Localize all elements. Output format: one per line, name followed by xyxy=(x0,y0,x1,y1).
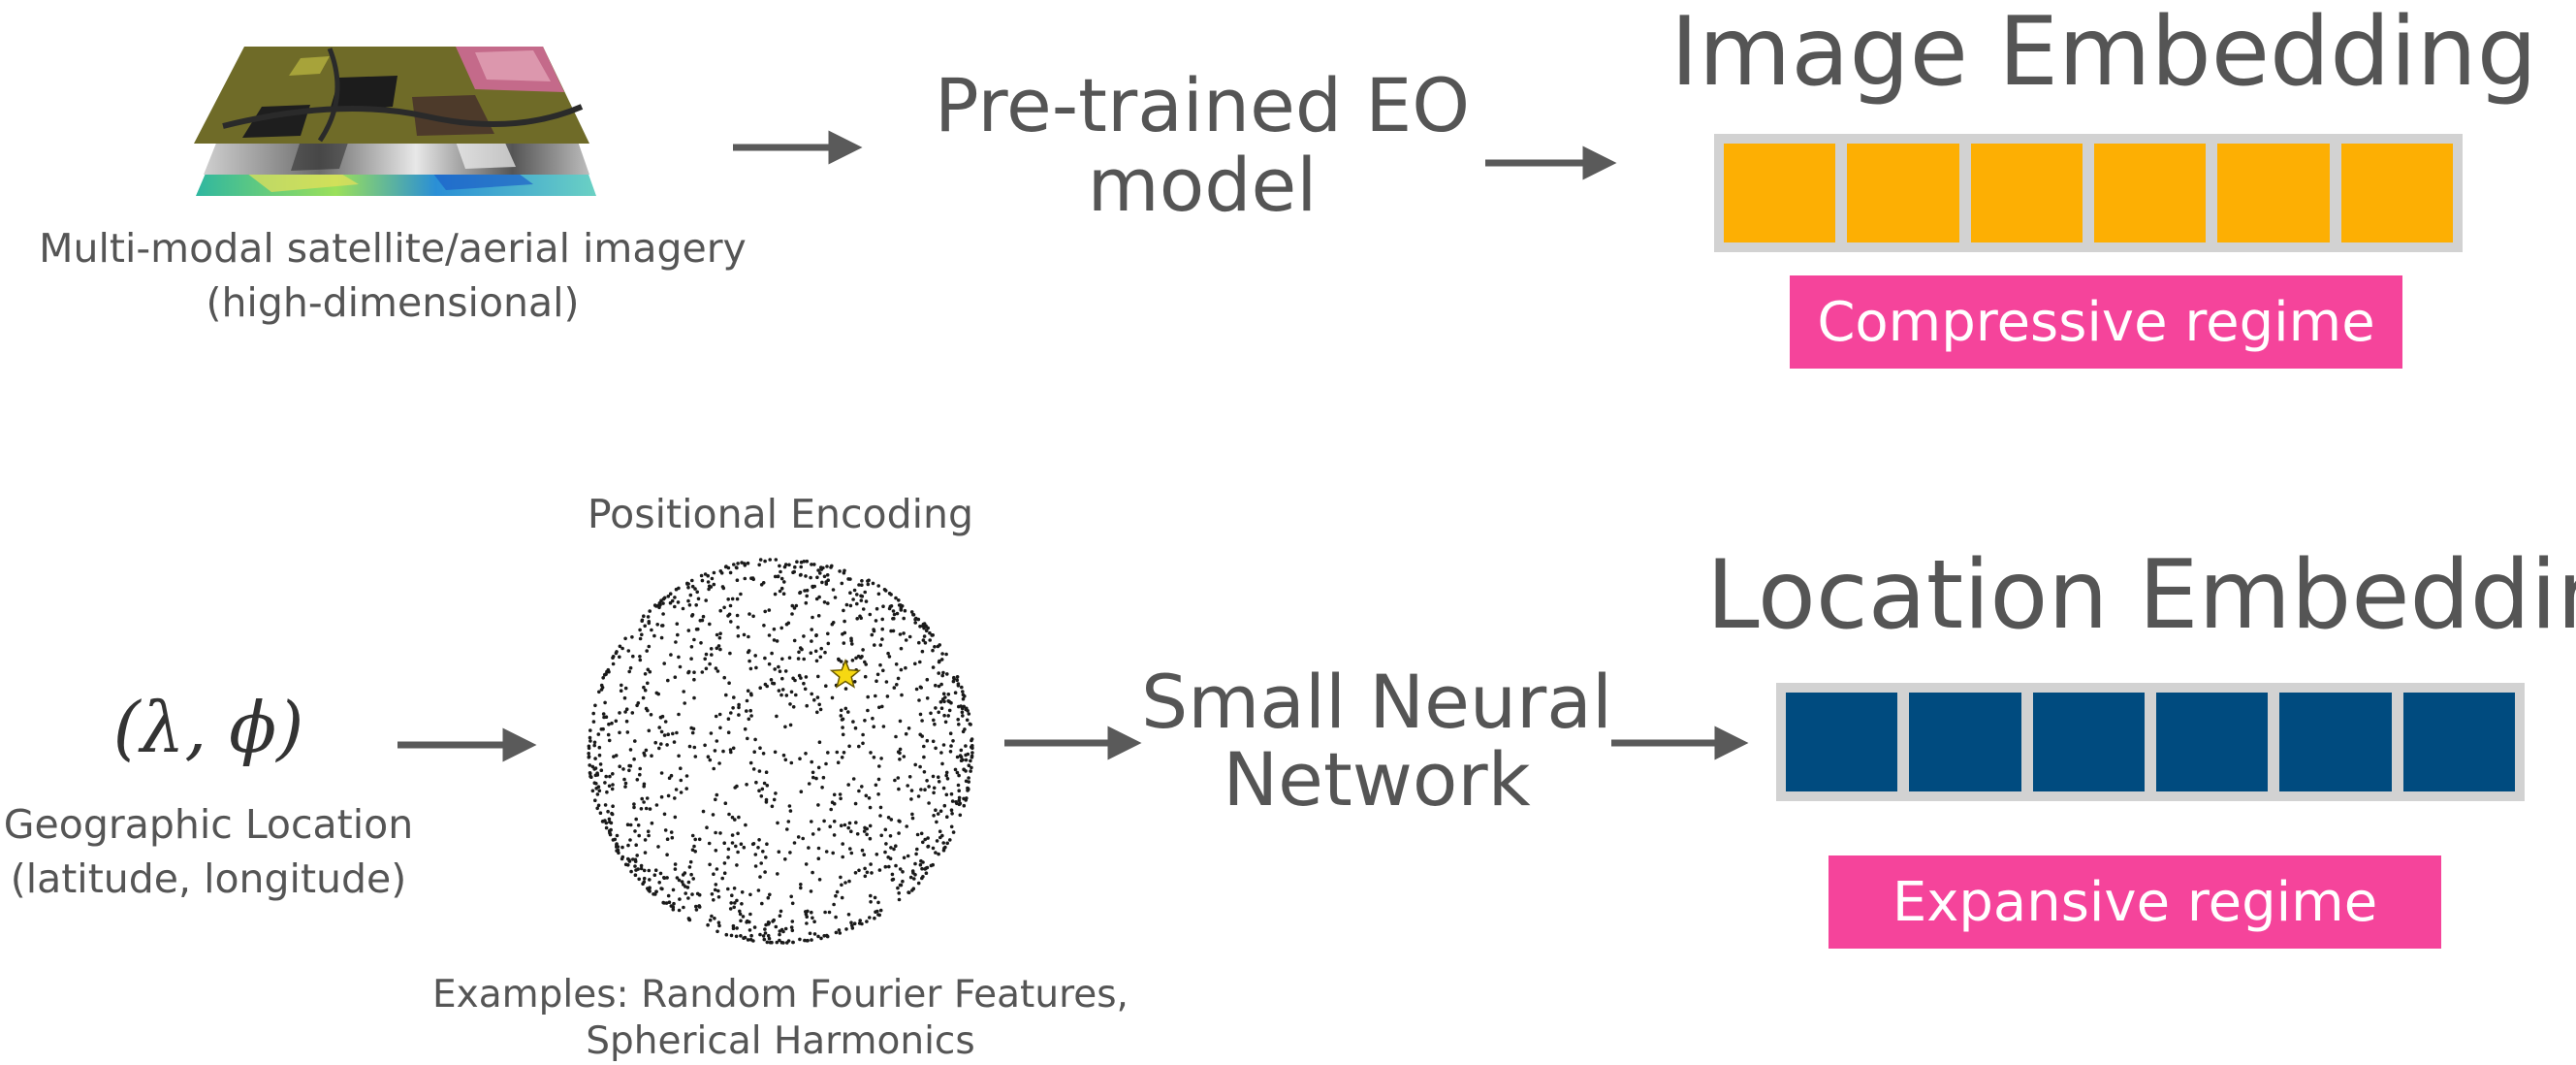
image-embedding-title: Image Embedding xyxy=(1670,0,2537,108)
point-sphere-icon xyxy=(587,558,974,945)
expansive-regime-badge: Expansive regime xyxy=(1829,855,2441,949)
imagery-caption-line1: Multi-modal satellite/aerial imagery xyxy=(39,225,747,272)
network-line2: Network xyxy=(1223,736,1531,823)
sphere-points xyxy=(587,558,974,945)
imagery-caption-line2: (high-dimensional) xyxy=(206,279,580,326)
location-embedding-vector xyxy=(1776,683,2525,801)
imagery-caption: Multi-modal satellite/aerial imagery (hi… xyxy=(19,221,766,330)
location-embedding-cell xyxy=(2155,693,2269,791)
image-embedding-cell xyxy=(1724,144,1836,242)
image-embedding-cell xyxy=(2217,144,2330,242)
geo-caption-line2: (latitude, longitude) xyxy=(10,855,407,902)
geo-caption-line1: Geographic Location xyxy=(3,801,414,848)
location-embedding-cell xyxy=(2279,693,2392,791)
network-line1: Small Neural xyxy=(1141,659,1612,745)
small-neural-network-label: Small Neural Network xyxy=(1125,663,1629,819)
positional-encoding-label: Positional Encoding xyxy=(587,491,974,537)
image-embedding-cell xyxy=(1847,144,1959,242)
landcover-layer xyxy=(194,47,589,144)
location-embedding-cell xyxy=(2032,693,2145,791)
encoding-caption-line2: Spherical Harmonics xyxy=(586,1019,975,1063)
star-icon xyxy=(829,658,862,689)
model-line2: model xyxy=(1087,142,1318,228)
location-embedding-cell xyxy=(2402,693,2515,791)
compressive-regime-badge: Compressive regime xyxy=(1790,275,2402,369)
geographic-location-caption: Geographic Location (latitude, longitude… xyxy=(0,797,417,906)
image-embedding-cell xyxy=(1970,144,2083,242)
encoding-caption-line1: Examples: Random Fourier Features, xyxy=(432,973,1129,1017)
elevation-layer xyxy=(204,136,589,175)
image-embedding-vector xyxy=(1714,134,2463,252)
encoding-examples-caption: Examples: Random Fourier Features, Spher… xyxy=(368,972,1193,1065)
location-symbol: (λ, ϕ) xyxy=(112,687,304,768)
satellite-imagery-stack-icon xyxy=(194,47,596,196)
location-embedding-cell xyxy=(1786,693,1898,791)
location-embedding-cell xyxy=(1909,693,2021,791)
location-embedding-title: Location Embedding xyxy=(1706,540,2576,651)
pretrained-eo-model-label: Pre-trained EO model xyxy=(902,66,1503,225)
image-embedding-cell xyxy=(2093,144,2207,242)
model-line1: Pre-trained EO xyxy=(934,62,1471,148)
image-embedding-cell xyxy=(2340,144,2453,242)
